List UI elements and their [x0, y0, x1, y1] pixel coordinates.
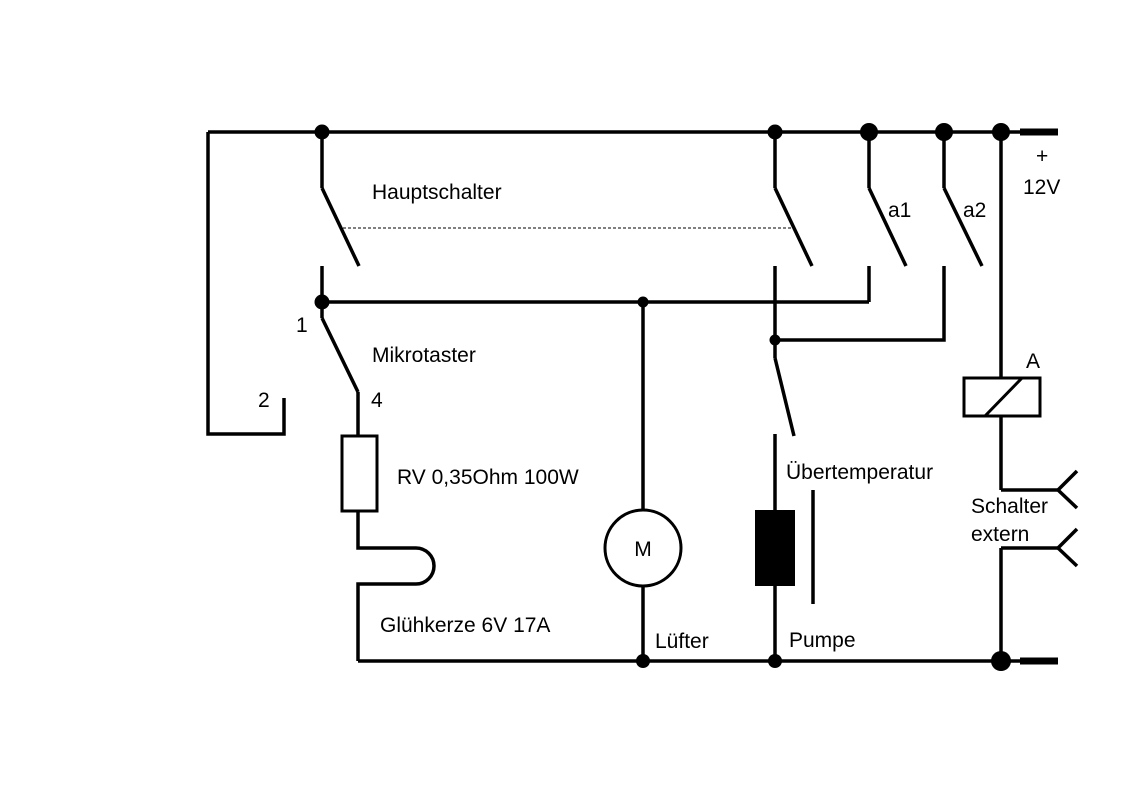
main-switch: [320, 132, 814, 338]
labels: Hauptschalter Mikrotaster 1 2 4 RV 0,35O…: [258, 145, 1060, 653]
pump-symbol: [755, 510, 795, 586]
resistor-rv: [340, 434, 416, 550]
external-switch: [999, 469, 1079, 661]
junction-dot: [636, 654, 650, 668]
junction-dot: [935, 123, 953, 141]
relay-coil-a: [962, 132, 1060, 492]
microswitch: [320, 302, 360, 436]
contact-4-label: 4: [371, 389, 383, 412]
junction-dot: [992, 123, 1010, 141]
resistor-label: RV 0,35Ohm 100W: [397, 466, 579, 489]
glow-plug: [356, 546, 436, 661]
relay-contact-a1-label: a1: [888, 199, 911, 222]
relay-contact-a1: [867, 132, 908, 267]
relay-coil-label: A: [1026, 350, 1040, 373]
junction-dot: [767, 124, 783, 140]
motor-label: M: [634, 538, 652, 561]
relay-contact-a2: [775, 132, 984, 342]
plus-label: +: [1036, 145, 1048, 168]
junction-dot: [314, 124, 330, 140]
junction-dot: [637, 296, 649, 308]
overtemp-label: Übertemperatur: [786, 461, 933, 484]
relay-contact-a2-label: a2: [963, 199, 986, 222]
glow-plug-label: Glühkerze 6V 17A: [380, 614, 550, 637]
microswitch-label: Mikrotaster: [372, 344, 476, 367]
junction-dot: [768, 654, 782, 668]
overtemp-switch: [773, 338, 796, 510]
main-switch-label: Hauptschalter: [372, 181, 502, 204]
ext-switch-label-line2: extern: [971, 523, 1029, 546]
voltage-label: 12V: [1023, 176, 1060, 199]
pump: [755, 490, 815, 661]
fan-label: Lüfter: [655, 630, 709, 653]
junction-dot: [314, 294, 330, 310]
junction-dot: [991, 651, 1011, 671]
contact-1-label: 1: [296, 314, 308, 337]
ext-switch-label-line1: Schalter: [971, 495, 1048, 518]
junction-dot: [769, 334, 781, 346]
middle-rail: [322, 266, 871, 304]
contact-2-label: 2: [258, 389, 270, 412]
pump-label: Pumpe: [789, 629, 856, 652]
junction-dots: [314, 123, 1011, 671]
junction-dot: [860, 123, 878, 141]
fan-motor: [603, 302, 683, 661]
contact-2-wire: [206, 132, 286, 436]
